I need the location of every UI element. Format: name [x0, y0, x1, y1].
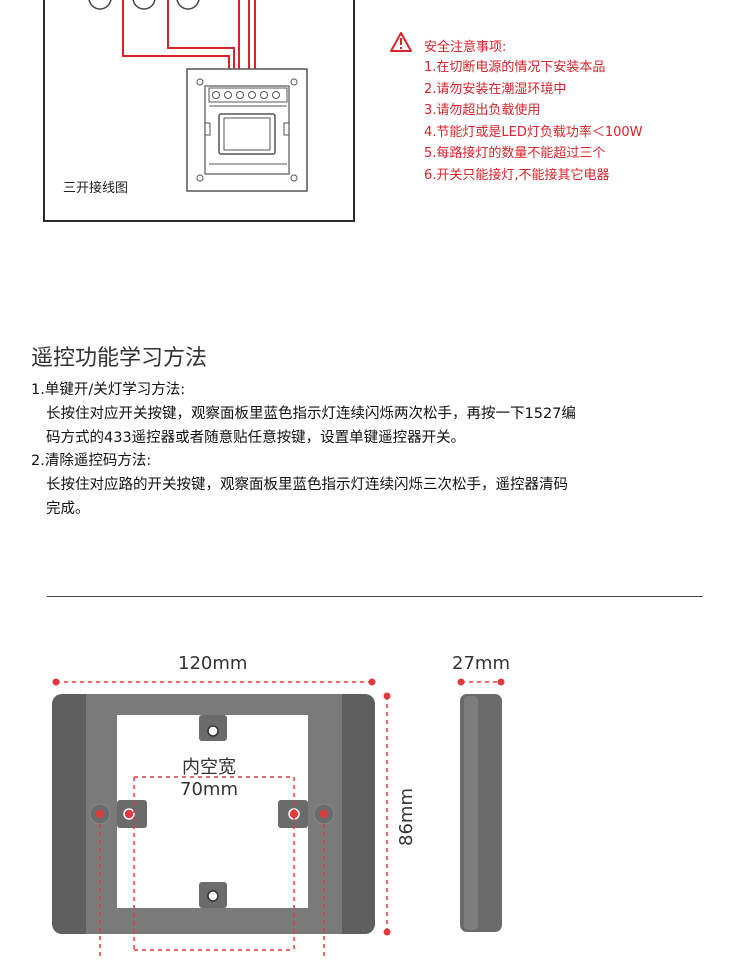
mounting-box-side-view: [460, 694, 502, 932]
depth-dimension-label: 27mm: [452, 653, 510, 674]
safety-note-item: 2.请勿安装在潮湿环境中: [424, 81, 567, 97]
learning-method-title: 遥控功能学习方法: [31, 346, 208, 371]
inner-width-label-line1: 内空宽: [181, 757, 236, 778]
learning-step-1-text: 长按住对应开关按键，观察面板里蓝色指示灯连续闪烁两次松手，再按一下1527编: [46, 406, 576, 422]
learning-step-2-text: 长按住对应路的开关按键，观察面板里蓝色指示灯连续闪烁三次松手，遥控器清码: [46, 477, 568, 493]
learning-step-1-title: 1.单键开/关灯学习方法:: [31, 382, 186, 398]
width-dimension-line: [52, 678, 376, 686]
warning-icon: [390, 32, 412, 52]
safety-heading: 安全注意事项:: [424, 40, 507, 55]
inner-width-label-line2: 70mm: [180, 779, 238, 800]
inner-width-guides: [99, 776, 325, 960]
safety-note-item: 5.每路接灯的数量不能超过三个: [424, 146, 606, 162]
depth-dimension-line: [457, 678, 505, 686]
learning-step-2-text: 完成。: [46, 501, 90, 517]
safety-notes-list: 1.在切断电源的情况下安装本品 2.请勿安装在潮湿环境中 3.请勿超出负载使用 …: [424, 57, 643, 187]
learning-step-1-text: 码方式的433遥控器或者随意贴任意按键，设置单键遥控器开关。: [46, 430, 466, 446]
wiring-diagram-panel: [43, 0, 355, 222]
width-dimension-label: 120mm: [178, 653, 248, 674]
inner-width-label: 内空宽 70mm: [180, 757, 238, 801]
height-dimension-label: 86mm: [396, 788, 417, 846]
wiring-diagram-caption: 三开接线图: [63, 181, 129, 196]
safety-note-item: 6.开关只能接灯,不能接其它电器: [424, 167, 610, 183]
switch-module: [186, 68, 308, 192]
safety-note-item: 3.请勿超出负载使用: [424, 103, 541, 119]
height-dimension-line: [383, 692, 391, 936]
lamp-2-icon: [132, 0, 156, 10]
lamp-3-icon: [176, 0, 200, 10]
dimension-diagram: [52, 678, 505, 960]
safety-note-item: 1.在切断电源的情况下安装本品: [424, 60, 606, 75]
wiring-diagram: [88, 0, 308, 192]
section-divider: [47, 596, 703, 597]
safety-note-item: 4.节能灯或是LED灯负载功率＜100W: [424, 124, 643, 140]
learning-step-2-title: 2.清除遥控码方法:: [31, 453, 152, 469]
lamp-1-icon: [88, 0, 112, 10]
